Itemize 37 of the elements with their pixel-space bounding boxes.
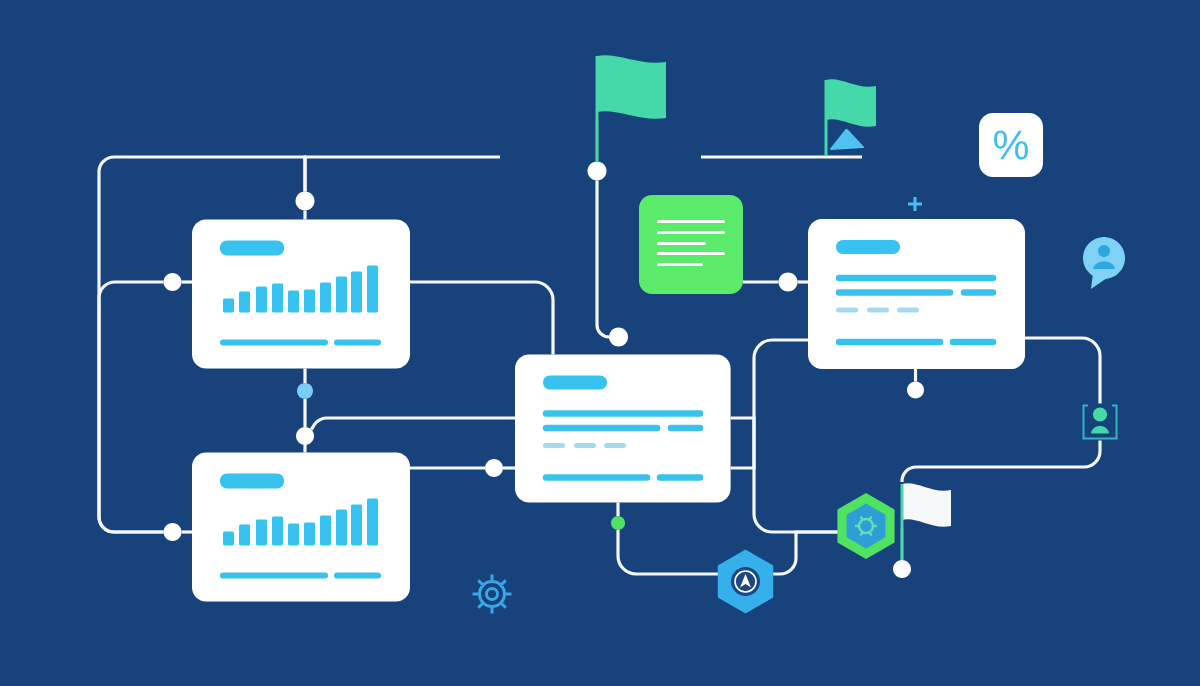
end-dot: [907, 381, 924, 399]
person-badge: [1082, 404, 1118, 440]
connector-line: [303, 210, 307, 220]
connector-line: [303, 368, 307, 383]
connector-line: [410, 466, 485, 470]
end-dot: [609, 327, 628, 347]
junction-dot: [163, 523, 182, 541]
connector-line: [616, 502, 620, 516]
connector-line: [1025, 336, 1102, 404]
junction-dot: [163, 273, 182, 291]
flag: [595, 55, 666, 119]
connector-line: [773, 530, 838, 576]
connector-line: [303, 445, 307, 453]
connector-line: [303, 399, 307, 427]
connector-line: [743, 280, 779, 284]
connector-line: [797, 280, 808, 284]
connector-line: [595, 119, 599, 162]
symbol-tile: %: [979, 113, 1043, 177]
connector-line: [913, 369, 918, 382]
junction-dot: [296, 427, 314, 445]
junction-dot: [295, 191, 315, 211]
junction-dot: [611, 516, 625, 530]
connector-line: [730, 338, 808, 470]
junction-dot: [778, 272, 798, 292]
connector-line: [616, 530, 718, 576]
connector-line: [97, 280, 164, 534]
connector-line: [181, 530, 192, 534]
junction-dot: [297, 383, 313, 399]
end-dot: [893, 560, 911, 578]
connector-line: [410, 280, 555, 355]
connector-line: [900, 527, 904, 560]
connector-line: [309, 416, 515, 431]
connector-line: [503, 466, 515, 470]
connector-line: [181, 280, 192, 284]
flag: [900, 483, 951, 527]
junction-dot: [485, 459, 503, 477]
junction-dot: [587, 161, 607, 181]
